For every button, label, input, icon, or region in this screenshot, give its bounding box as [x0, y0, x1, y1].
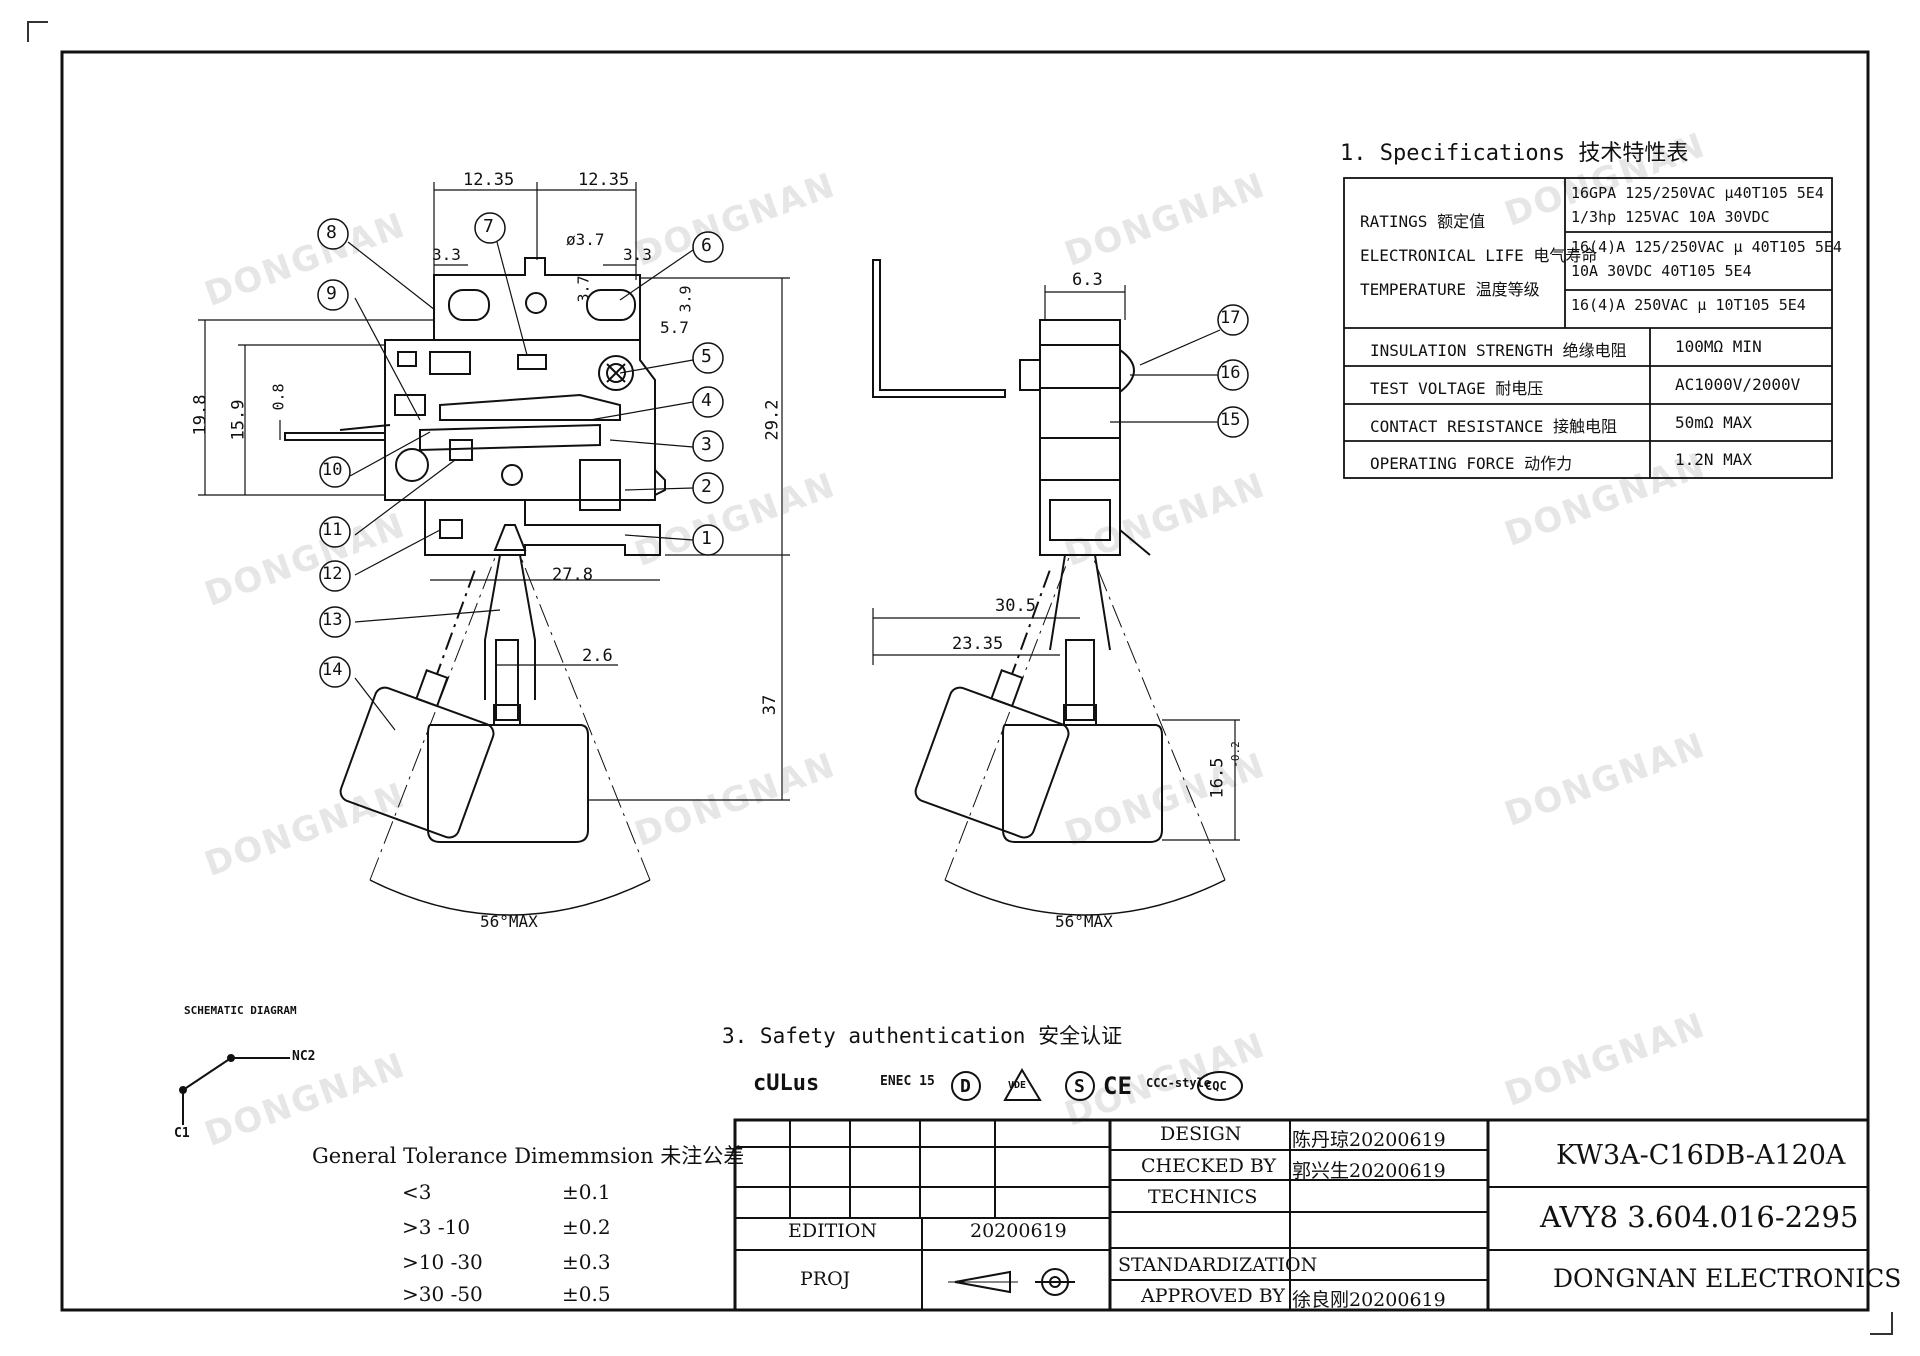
edition-label: EDITION — [788, 1220, 877, 1242]
tolerance-value: ±0.1 — [562, 1180, 611, 1204]
dim-5-7: 5.7 — [660, 318, 689, 337]
callout-8: 8 — [326, 222, 337, 243]
safety-mark-ccc: CCC-style — [1146, 1076, 1212, 1090]
spec-label-ratings: RATINGS 额定值 — [1360, 212, 1486, 231]
safety-mark-vde: VDE — [1008, 1080, 1027, 1091]
dim-2-6: 2.6 — [582, 646, 613, 666]
edition-value: 20200619 — [970, 1220, 1067, 1242]
safety-mark-culus: cULus — [753, 1071, 820, 1096]
tolerance-value: ±0.2 — [562, 1215, 611, 1239]
dim-27-8: 27.8 — [552, 565, 593, 585]
schematic-title: SCHEMATIC DIAGRAM — [184, 1004, 297, 1017]
dim-width-right: 12.35 — [578, 170, 630, 190]
standardization-label: STANDARDIZATION — [1118, 1254, 1318, 1276]
checked-value: 郭兴生20200619 — [1292, 1160, 1446, 1182]
dim-6-3: 6.3 — [1072, 270, 1103, 290]
dim-angle-side: 56°MAX — [1055, 912, 1113, 931]
dim-16-5-tolerance: -0.2 — [1228, 741, 1242, 768]
spec-label-insulation: INSULATION STRENGTH 绝缘电阻 — [1370, 341, 1627, 360]
callout-7: 7 — [483, 216, 494, 237]
document-number: AVY8 3.604.016-2295 — [1540, 1200, 1859, 1234]
spec-value: 16(4)A 250VAC μ 10T105 5E4 — [1571, 296, 1806, 314]
callout-15: 15 — [1220, 410, 1241, 430]
schematic-nc-label: NC2 — [292, 1049, 316, 1064]
callout-13: 13 — [322, 610, 343, 630]
technics-label: TECHNICS — [1148, 1186, 1258, 1208]
front-dimensions — [198, 182, 790, 801]
callout-4: 4 — [701, 390, 712, 411]
callout-9: 9 — [326, 283, 337, 304]
spec-label-contact-resistance: CONTACT RESISTANCE 接触电阻 — [1370, 417, 1618, 436]
dim-23-35: 23.35 — [952, 634, 1004, 654]
title-block-grid — [733, 1118, 1870, 1312]
callout-5: 5 — [701, 346, 712, 367]
callout-10: 10 — [322, 460, 343, 480]
part-number: KW3A-C16DB-A120A — [1556, 1140, 1846, 1171]
tolerance-value: ±0.3 — [562, 1250, 611, 1274]
spec-label-life: ELECTRONICAL LIFE 电气寿命 — [1360, 246, 1598, 265]
spec-label-test-voltage: TEST VOLTAGE 耐电压 — [1370, 379, 1544, 398]
spec-title: 1. Specifications 技术特性表 — [1340, 141, 1689, 166]
side-dimensions — [872, 285, 1240, 841]
spec-table-grid — [1343, 177, 1833, 479]
safety-mark-s: S — [1074, 1076, 1085, 1097]
callout-1: 1 — [701, 528, 712, 549]
dim-hole-offset-right: 3.3 — [623, 245, 652, 264]
schematic-lines — [179, 1054, 290, 1125]
dim-width-left: 12.35 — [463, 170, 515, 190]
spec-label-operating-force: OPERATING FORCE 动作力 — [1370, 454, 1573, 473]
spec-value-insulation: 100MΩ MIN — [1675, 337, 1762, 356]
dim-16-5: 16.5 — [1207, 757, 1228, 799]
approved-value: 徐良刚20200619 — [1292, 1289, 1446, 1311]
checked-label: CHECKED BY — [1141, 1155, 1277, 1177]
tolerance-range: >10 -30 — [402, 1250, 483, 1274]
front-view — [284, 257, 666, 916]
tolerance-title: General Tolerance Dimemmsion 未注公差 — [312, 1144, 745, 1168]
spec-value-operating-force: 1.2N MAX — [1675, 450, 1753, 469]
dim-angle-front: 56°MAX — [480, 912, 538, 931]
safety-marks — [951, 1068, 1243, 1101]
callout-16: 16 — [1220, 363, 1241, 383]
schematic-c-label: C1 — [174, 1126, 190, 1141]
callout-3: 3 — [701, 434, 712, 455]
callout-2: 2 — [701, 476, 712, 497]
spec-value-test-voltage: AC1000V/2000V — [1675, 375, 1801, 394]
company-name: DONGNAN ELECTRONICS — [1553, 1264, 1902, 1293]
tolerance-range: >3 -10 — [402, 1215, 471, 1239]
callout-17: 17 — [1220, 308, 1241, 328]
spec-value: 10A 30VDC 40T105 5E4 — [1571, 262, 1752, 280]
design-label: DESIGN — [1160, 1123, 1242, 1145]
safety-mark-cqc: CQC — [1205, 1079, 1227, 1093]
side-view — [872, 259, 1226, 916]
proj-label: PROJ — [800, 1268, 851, 1290]
spec-value: 1/3hp 125VAC 10A 30VDC — [1571, 208, 1770, 226]
dim-30-5: 30.5 — [995, 596, 1036, 616]
callout-11: 11 — [322, 520, 343, 540]
callout-14: 14 — [322, 660, 343, 680]
safety-title: 3. Safety authentication 安全认证 — [722, 1024, 1123, 1048]
safety-mark-ce: CE — [1103, 1072, 1132, 1100]
dim-hole-offset-left: 3.3 — [432, 245, 461, 264]
spec-value: 16(4)A 125/250VAC μ 40T105 5E4 — [1571, 238, 1842, 256]
design-value: 陈丹琼20200619 — [1292, 1129, 1446, 1151]
dim-hole-diameter: ø3.7 — [566, 230, 605, 249]
spec-label-temperature: TEMPERATURE 温度等级 — [1360, 280, 1540, 299]
callout-6: 6 — [701, 235, 712, 256]
spec-value: 16GPA 125/250VAC μ40T105 5E4 — [1571, 184, 1824, 202]
approved-label: APPROVED BY — [1141, 1285, 1285, 1307]
tolerance-range: <3 — [402, 1180, 432, 1204]
tolerance-value: ±0.5 — [562, 1282, 611, 1306]
tolerance-range: >30 -50 — [402, 1282, 483, 1306]
safety-mark-enec: ENEC 15 — [880, 1074, 935, 1089]
callout-12: 12 — [322, 564, 343, 584]
spec-value-contact-resistance: 50mΩ MAX — [1675, 413, 1753, 432]
safety-mark-d: D — [960, 1076, 971, 1097]
